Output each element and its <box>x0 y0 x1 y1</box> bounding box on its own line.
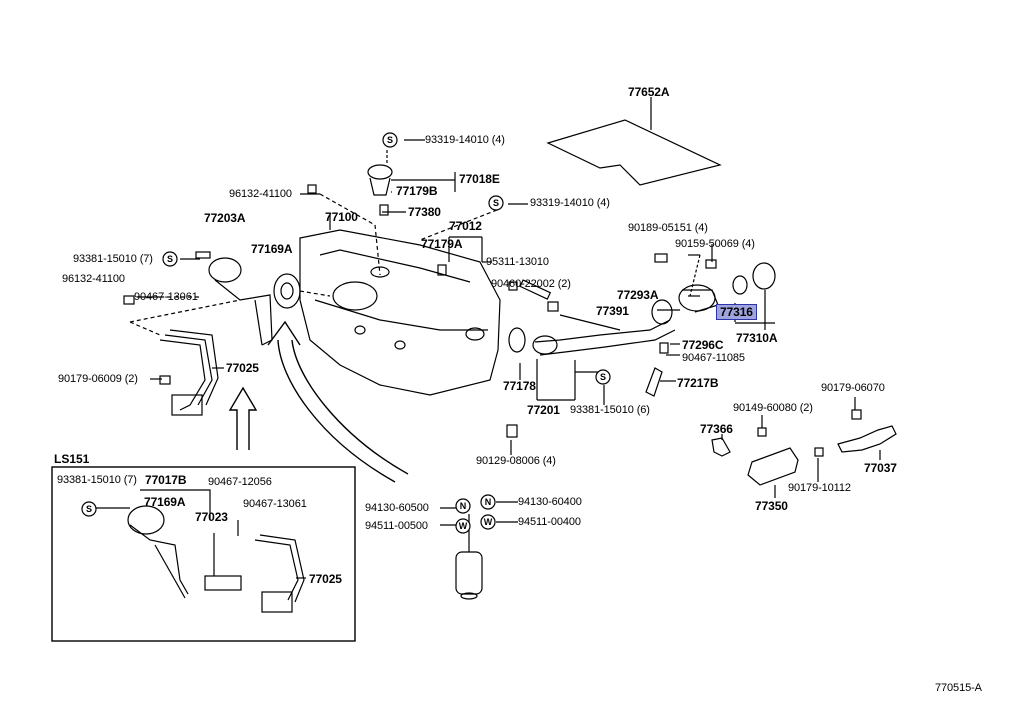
label-77380[interactable]: 77380 <box>408 205 441 219</box>
label-77310A[interactable]: 77310A <box>736 331 778 345</box>
label-77179A[interactable]: 77179A <box>421 237 463 251</box>
label-90129-08006[interactable]: 90129-08006 (4) <box>476 455 556 467</box>
label-95311-13010[interactable]: 95311-13010 <box>486 256 549 268</box>
label-90179-10112[interactable]: 90179-10112 <box>788 482 851 494</box>
label-77018E[interactable]: 77018E <box>459 172 500 186</box>
svg-text:W: W <box>484 517 493 527</box>
washer-symbol-left <box>455 518 471 534</box>
screw-symbol-left <box>162 251 178 267</box>
svg-text:S: S <box>167 254 173 264</box>
inset-label-77023[interactable]: 77023 <box>195 510 228 524</box>
inset-title: LS151 <box>54 452 90 466</box>
svg-text:N: N <box>460 501 467 511</box>
inset-label-90467-13061[interactable]: 90467-13061 <box>243 498 307 510</box>
inset-label-93381-15010[interactable]: 93381-15010 (7) <box>57 474 137 486</box>
label-90159-50069[interactable]: 90159-50069 (4) <box>675 238 755 250</box>
screw-symbol-filler <box>595 369 611 385</box>
label-93319-14010-b[interactable]: 93319-14010 (4) <box>530 197 610 209</box>
inset-label-90467-12056[interactable]: 90467-12056 <box>208 476 272 488</box>
label-77293A[interactable]: 77293A <box>617 288 659 302</box>
diagram-id: 770515-A <box>935 682 982 694</box>
label-90460-22002[interactable]: 90460-22002 (2) <box>491 278 571 290</box>
inset-label-77169A[interactable]: 77169A <box>144 495 186 509</box>
label-77037[interactable]: 77037 <box>864 461 897 475</box>
svg-text:S: S <box>387 135 393 145</box>
label-93381-15010-mid[interactable]: 93381-15010 (6) <box>570 404 650 416</box>
label-90467-13061[interactable]: 90467-13061 <box>134 291 198 303</box>
nut-symbol-right <box>480 494 496 510</box>
washer-symbol-right <box>480 514 496 530</box>
svg-text:S: S <box>493 198 499 208</box>
label-90179-06009[interactable]: 90179-06009 (2) <box>58 373 138 385</box>
label-77169A[interactable]: 77169A <box>251 242 293 256</box>
svg-text:N: N <box>485 497 492 507</box>
screw-symbol-top <box>382 132 398 148</box>
fuel-tank-protector-plate <box>546 119 722 186</box>
label-90467-11085[interactable]: 90467-11085 <box>682 352 745 364</box>
label-94130-60400[interactable]: 94130-60400 <box>518 496 582 508</box>
label-94511-00500[interactable]: 94511-00500 <box>365 520 428 532</box>
label-77652A[interactable]: 77652A <box>628 85 670 99</box>
label-90179-06070[interactable]: 90179-06070 <box>821 382 885 394</box>
label-77179B[interactable]: 77179B <box>396 184 438 198</box>
label-77012[interactable]: 77012 <box>449 219 482 233</box>
label-77100[interactable]: 77100 <box>325 210 358 224</box>
label-93319-14010-a[interactable]: 93319-14010 (4) <box>425 134 505 146</box>
label-96132-41100-left[interactable]: 96132-41100 <box>62 273 125 285</box>
label-93381-15010-top[interactable]: 93381-15010 (7) <box>73 253 153 265</box>
svg-text:S: S <box>86 504 92 514</box>
label-77296C[interactable]: 77296C <box>682 338 724 352</box>
svg-text:W: W <box>459 521 468 531</box>
fuel-tank-body <box>299 229 501 396</box>
label-96132-41100-top[interactable]: 96132-41100 <box>229 188 292 200</box>
label-94130-60500[interactable]: 94130-60500 <box>365 502 429 514</box>
label-77203A[interactable]: 77203A <box>204 211 246 225</box>
inset-label-77025[interactable]: 77025 <box>309 572 342 586</box>
label-94511-00400[interactable]: 94511-00400 <box>518 516 581 528</box>
label-77217B[interactable]: 77217B <box>677 376 719 390</box>
label-90149-60080[interactable]: 90149-60080 (2) <box>733 402 813 414</box>
label-77025[interactable]: 77025 <box>226 361 259 375</box>
label-77366[interactable]: 77366 <box>700 422 733 436</box>
label-77178[interactable]: 77178 <box>503 379 536 393</box>
inset-label-77017B[interactable]: 77017B <box>145 473 187 487</box>
nut-symbol-left <box>455 498 471 514</box>
label-77201[interactable]: 77201 <box>527 403 560 417</box>
screw-symbol-inset <box>81 501 97 517</box>
label-90189-05151[interactable]: 90189-05151 (4) <box>628 222 708 234</box>
label-77316-highlighted[interactable]: 77316 <box>716 304 757 320</box>
label-77350[interactable]: 77350 <box>755 499 788 513</box>
label-77391[interactable]: 77391 <box>596 304 629 318</box>
screw-symbol-mid <box>488 195 504 211</box>
svg-text:S: S <box>600 372 606 382</box>
